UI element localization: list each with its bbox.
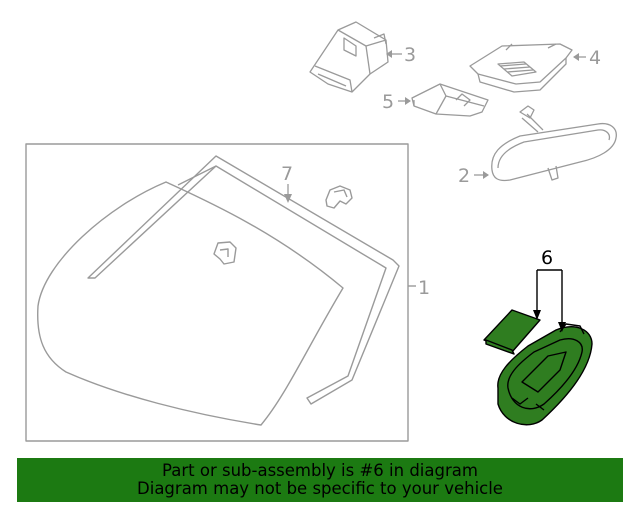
part-4-console-cover — [469, 43, 573, 93]
windshield-assembly — [25, 143, 416, 442]
part-2-rearview-mirror — [491, 105, 617, 182]
callout-7: 7 — [281, 163, 293, 185]
banner-line-1: Part or sub-assembly is #6 in diagram — [162, 461, 478, 480]
info-banner: Part or sub-assembly is #6 in diagram Di… — [17, 458, 623, 502]
parts-diagram: 1 2 3 4 5 6 7 — [25, 21, 617, 442]
part-3-housing — [309, 21, 389, 93]
leader-5 — [398, 97, 411, 105]
leader-7 — [284, 184, 292, 203]
part-5-trim-cover — [411, 83, 489, 117]
banner-line-2: Diagram may not be specific to your vehi… — [137, 479, 503, 498]
mirror-mount-bracket — [213, 241, 237, 265]
leader-4 — [573, 53, 586, 61]
callout-4: 4 — [589, 47, 601, 69]
leader-2 — [474, 171, 489, 179]
leader-6 — [533, 269, 566, 332]
windshield-group-box — [25, 143, 409, 442]
sensor-bracket-clip — [325, 185, 353, 209]
windshield-glass — [37, 181, 344, 426]
windshield-moulding — [87, 155, 400, 405]
callout-3: 3 — [404, 44, 416, 66]
callout-2: 2 — [458, 165, 470, 187]
callout-6: 6 — [541, 247, 553, 269]
callout-5: 5 — [382, 91, 394, 113]
part-6-rain-sensor — [483, 309, 593, 426]
callout-1: 1 — [418, 277, 430, 299]
leader-3 — [386, 50, 402, 58]
